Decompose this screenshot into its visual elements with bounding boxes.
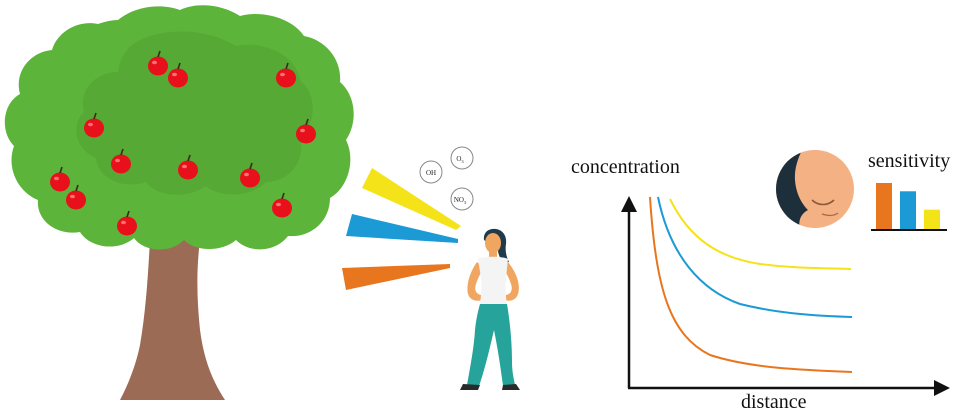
nose-icon: [776, 150, 854, 228]
sensitivity-label: sensitivity: [868, 150, 950, 172]
orange-decay-curve: [649, 196, 853, 373]
apple: [66, 184, 86, 210]
apple: [117, 210, 137, 236]
o3-label: O: [456, 155, 461, 163]
sensitivity-bar-1: [876, 183, 892, 229]
o3-subscript: 3: [461, 159, 464, 164]
svg-text:NO3: NO3: [454, 196, 467, 205]
apple: [178, 154, 198, 180]
emission-arrows: [342, 168, 461, 290]
head: [485, 233, 501, 253]
apple: [148, 50, 168, 76]
x-axis-label: distance: [741, 391, 807, 412]
blue-decay-curve: [657, 196, 853, 318]
apple: [50, 166, 70, 192]
oxidant-molecules: OH O3 NO3: [419, 146, 474, 211]
sensitivity-chart: sensitivity: [868, 150, 950, 231]
apple: [111, 148, 131, 174]
sensitivity-bar-2: [900, 191, 916, 229]
apple: [168, 62, 188, 88]
blue-emission-arrow: [346, 214, 458, 243]
apple-tree: [4, 5, 354, 400]
apple: [240, 162, 260, 188]
sensitivity-bar-3: [924, 209, 940, 229]
left-shoe: [460, 384, 480, 390]
yellow-decay-curve: [669, 198, 852, 270]
yellow-emission-arrow: [362, 168, 461, 230]
x-axis-arrowhead: [934, 380, 950, 396]
y-axis-arrowhead: [621, 196, 637, 212]
left-arm: [467, 262, 484, 301]
tank-top: [478, 256, 508, 304]
foliage-shade: [76, 31, 313, 195]
no3-molecule: NO3: [450, 187, 474, 211]
apple: [296, 118, 316, 144]
oh-label: OH: [426, 169, 436, 177]
tree-trunk: [120, 196, 238, 400]
apple: [272, 192, 292, 218]
pants: [467, 304, 515, 386]
concentration-plot: concentration distance: [571, 156, 950, 412]
right-arm: [503, 262, 519, 301]
oh-molecule: OH: [419, 160, 443, 184]
no3-label: NO: [454, 196, 464, 204]
apples: [50, 50, 316, 236]
apple: [276, 62, 296, 88]
person-figure: [460, 228, 520, 390]
right-shoe: [502, 384, 520, 390]
svg-text:O3: O3: [456, 155, 464, 164]
y-axis-label: concentration: [571, 156, 680, 178]
o3-molecule: O3: [450, 146, 474, 170]
orange-emission-arrow: [342, 264, 450, 290]
no3-subscript: 3: [464, 200, 467, 205]
apple: [84, 112, 104, 138]
